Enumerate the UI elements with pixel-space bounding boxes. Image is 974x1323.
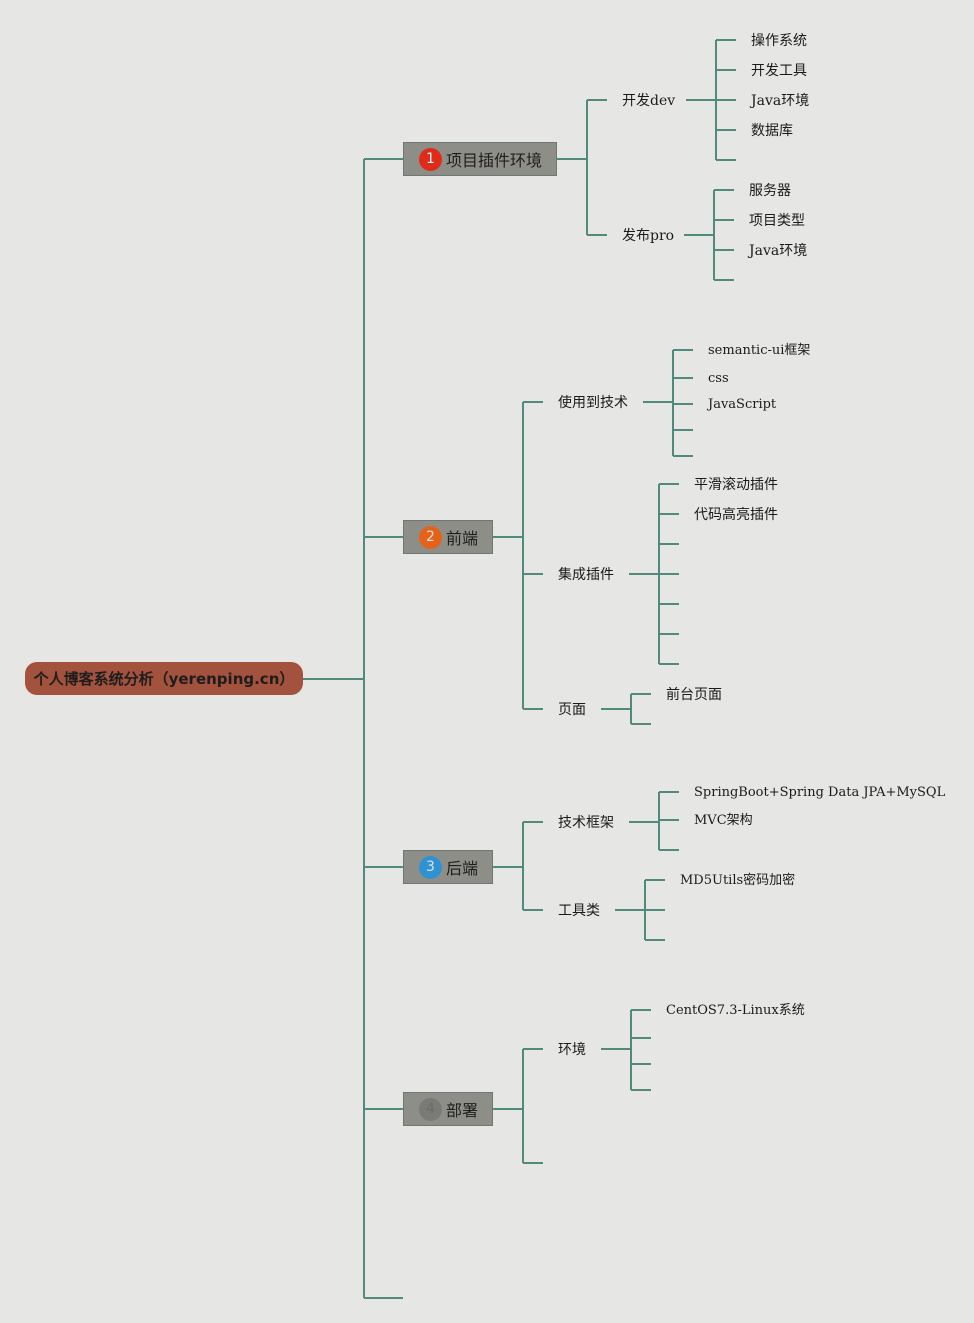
leaf-server[interactable]: 服务器 <box>749 183 791 199</box>
root-node[interactable]: 个人博客系统分析（yerenping.cn） <box>25 662 303 695</box>
leaf-dev-tools[interactable]: 开发工具 <box>751 63 807 79</box>
leaf-md5utils[interactable]: MD5Utils密码加密 <box>680 873 796 888</box>
subtopic-pro[interactable]: 发布pro <box>622 228 675 244</box>
subtopic-tools[interactable]: 工具类 <box>558 903 600 919</box>
branch-node-frontend[interactable]: 2 前端 <box>403 520 493 554</box>
leaf-os[interactable]: 操作系统 <box>751 33 807 49</box>
subtopic-framework[interactable]: 技术框架 <box>558 815 614 831</box>
number-badge-1: 1 <box>419 147 442 171</box>
subtopic-plugins[interactable]: 集成插件 <box>558 567 614 583</box>
number-badge-2: 2 <box>419 525 442 549</box>
root-label: 个人博客系统分析（yerenping.cn） <box>33 670 295 688</box>
leaf-code-highlight[interactable]: 代码高亮插件 <box>694 507 778 523</box>
branch-node-project-env[interactable]: 1 项目插件环境 <box>403 142 557 176</box>
subtopic-pages[interactable]: 页面 <box>558 702 586 718</box>
leaf-project-type[interactable]: 项目类型 <box>749 213 805 229</box>
number-badge-3: 3 <box>419 855 442 879</box>
subtopic-tech[interactable]: 使用到技术 <box>558 395 628 411</box>
leaf-smooth-scroll[interactable]: 平滑滚动插件 <box>694 477 778 493</box>
leaf-front-page[interactable]: 前台页面 <box>666 687 722 703</box>
branch-node-backend[interactable]: 3 后端 <box>403 850 493 884</box>
leaf-java-env[interactable]: Java环境 <box>751 93 810 109</box>
leaf-java-env-pro[interactable]: Java环境 <box>749 243 808 259</box>
leaf-javascript[interactable]: JavaScript <box>708 397 777 412</box>
branch-label: 项目插件环境 <box>446 151 543 170</box>
branch-label: 前端 <box>446 529 479 548</box>
subtopic-environment[interactable]: 环境 <box>558 1042 586 1058</box>
branch-node-deploy[interactable]: 4 部署 <box>403 1092 493 1126</box>
subtopic-dev[interactable]: 开发dev <box>622 93 676 109</box>
leaf-centos[interactable]: CentOS7.3-Linux系统 <box>666 1003 805 1018</box>
leaf-springboot-stack[interactable]: SpringBoot+Spring Data JPA+MySQL <box>694 785 946 800</box>
leaf-mvc[interactable]: MVC架构 <box>694 813 753 828</box>
leaf-css[interactable]: css <box>708 371 729 386</box>
branch-label: 部署 <box>446 1101 479 1120</box>
branch-label: 后端 <box>446 859 479 878</box>
leaf-semantic-ui[interactable]: semantic-ui框架 <box>708 343 811 358</box>
leaf-database[interactable]: 数据库 <box>751 123 793 139</box>
number-badge-4: 4 <box>419 1097 442 1121</box>
